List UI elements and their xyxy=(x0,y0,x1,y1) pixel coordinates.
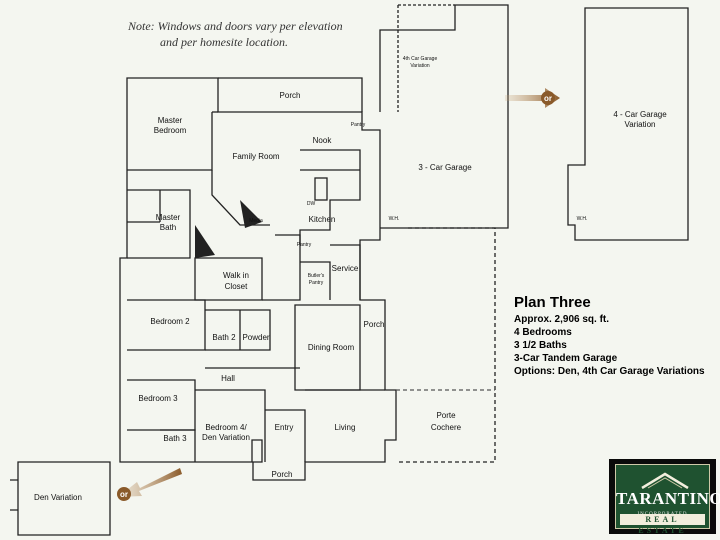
label-porte-2: Cochere xyxy=(431,423,462,432)
label-living: Living xyxy=(335,423,356,432)
label-bath-2: Bath 2 xyxy=(212,333,236,342)
label-bedroom-4-2: Den Variation xyxy=(202,433,250,442)
note-line-2: and per homesite location. xyxy=(160,35,288,49)
label-entry: Entry xyxy=(275,423,294,432)
logo-name: TARANTINO xyxy=(616,489,720,508)
label-kitchen: Kitchen xyxy=(309,215,336,224)
label-service: Service xyxy=(332,264,359,273)
label-butlers-1: Butler's xyxy=(308,273,325,279)
label-pantry: Pantry xyxy=(351,122,366,128)
roof-icon xyxy=(641,472,689,489)
arrow-bottom: or xyxy=(117,468,182,501)
plan-detail: 3-Car Tandem Garage xyxy=(514,353,618,364)
or-badge-bottom xyxy=(117,487,131,501)
label-porch-top: Porch xyxy=(280,91,301,100)
label-bedroom-3: Bedroom 3 xyxy=(138,394,178,403)
label-porch-bottom: Porch xyxy=(272,470,293,479)
label-media: Media xyxy=(249,218,263,224)
label-wh: W.H. xyxy=(389,216,400,222)
label-walk-in-2: Closet xyxy=(225,282,248,291)
room-labels: Porch Master Bedroom Nook Family Room Pa… xyxy=(34,56,667,502)
walls xyxy=(10,4,689,536)
label-walk-in-1: Walk in xyxy=(223,271,249,280)
label-master-bedroom-1: Master xyxy=(158,116,183,125)
label-wh-2: W.H. xyxy=(577,216,588,222)
or-label-bottom: or xyxy=(120,490,128,499)
label-hall: Hall xyxy=(221,374,235,383)
label-4-car-1: 4 - Car Garage xyxy=(613,110,667,119)
plan-detail: 3 1/2 Baths xyxy=(514,340,567,351)
label-porte-1: Porte xyxy=(436,411,456,420)
plan-detail: 4 Bedrooms xyxy=(514,327,572,338)
logo-band: REAL ESTATE xyxy=(620,514,705,535)
label-bedroom-4-1: Bedroom 4/ xyxy=(205,423,247,432)
label-dw: DW xyxy=(307,201,316,207)
or-badge-top xyxy=(541,91,555,105)
label-4-car-2: Variation xyxy=(625,120,656,129)
plan-detail: Approx. 2,906 sq. ft. xyxy=(514,314,610,325)
elevation-note: Note: Windows and doors vary per elevati… xyxy=(128,18,343,50)
plan-title: Plan Three xyxy=(514,294,591,311)
plan-info: Plan Three Approx. 2,906 sq. ft. 4 Bedro… xyxy=(514,294,705,378)
arrow-top: or xyxy=(505,88,560,108)
label-porch-side: Porch xyxy=(364,320,385,329)
note-line-1: Note: Windows and doors vary per elevati… xyxy=(128,19,343,33)
hatch-marks xyxy=(195,200,262,258)
tarantino-logo: TARANTINO INCORPORATED REAL ESTATE xyxy=(609,459,720,535)
or-label-top: or xyxy=(544,94,552,103)
label-butlers-2: Pantry xyxy=(309,280,324,286)
label-family-room: Family Room xyxy=(232,152,279,161)
label-den-variation: Den Variation xyxy=(34,493,82,502)
label-master-bedroom-2: Bedroom xyxy=(154,126,187,135)
label-bedroom-2: Bedroom 2 xyxy=(150,317,190,326)
label-pantry-2: Pantry xyxy=(297,242,312,248)
label-4th-car-1: 4th Car Garage xyxy=(403,56,438,62)
label-3-car-garage: 3 - Car Garage xyxy=(418,163,472,172)
label-powder: Powder xyxy=(242,333,269,342)
label-master-bath-1: Master xyxy=(156,213,181,222)
label-nook: Nook xyxy=(313,136,333,145)
plan-detail: Options: Den, 4th Car Garage Variations xyxy=(514,366,705,377)
label-bath-3: Bath 3 xyxy=(163,434,187,443)
label-4th-car-2: Variation xyxy=(410,63,430,69)
label-dining-room: Dining Room xyxy=(308,343,355,352)
label-master-bath-2: Bath xyxy=(160,223,176,232)
